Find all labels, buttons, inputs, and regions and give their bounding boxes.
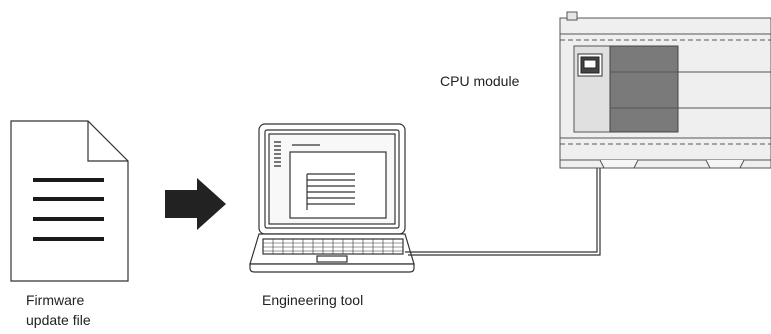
cpu-module-label: CPU module: [440, 73, 520, 89]
firmware-label-line1: Firmware: [26, 292, 85, 308]
firmware-label-line2: update file: [26, 312, 91, 328]
document-icon: [10, 120, 129, 282]
engineering-tool-label: Engineering tool: [262, 292, 364, 308]
arrow-right-icon: [165, 178, 226, 230]
cpu-module-icon: [559, 11, 771, 169]
laptop-icon: [249, 123, 415, 273]
